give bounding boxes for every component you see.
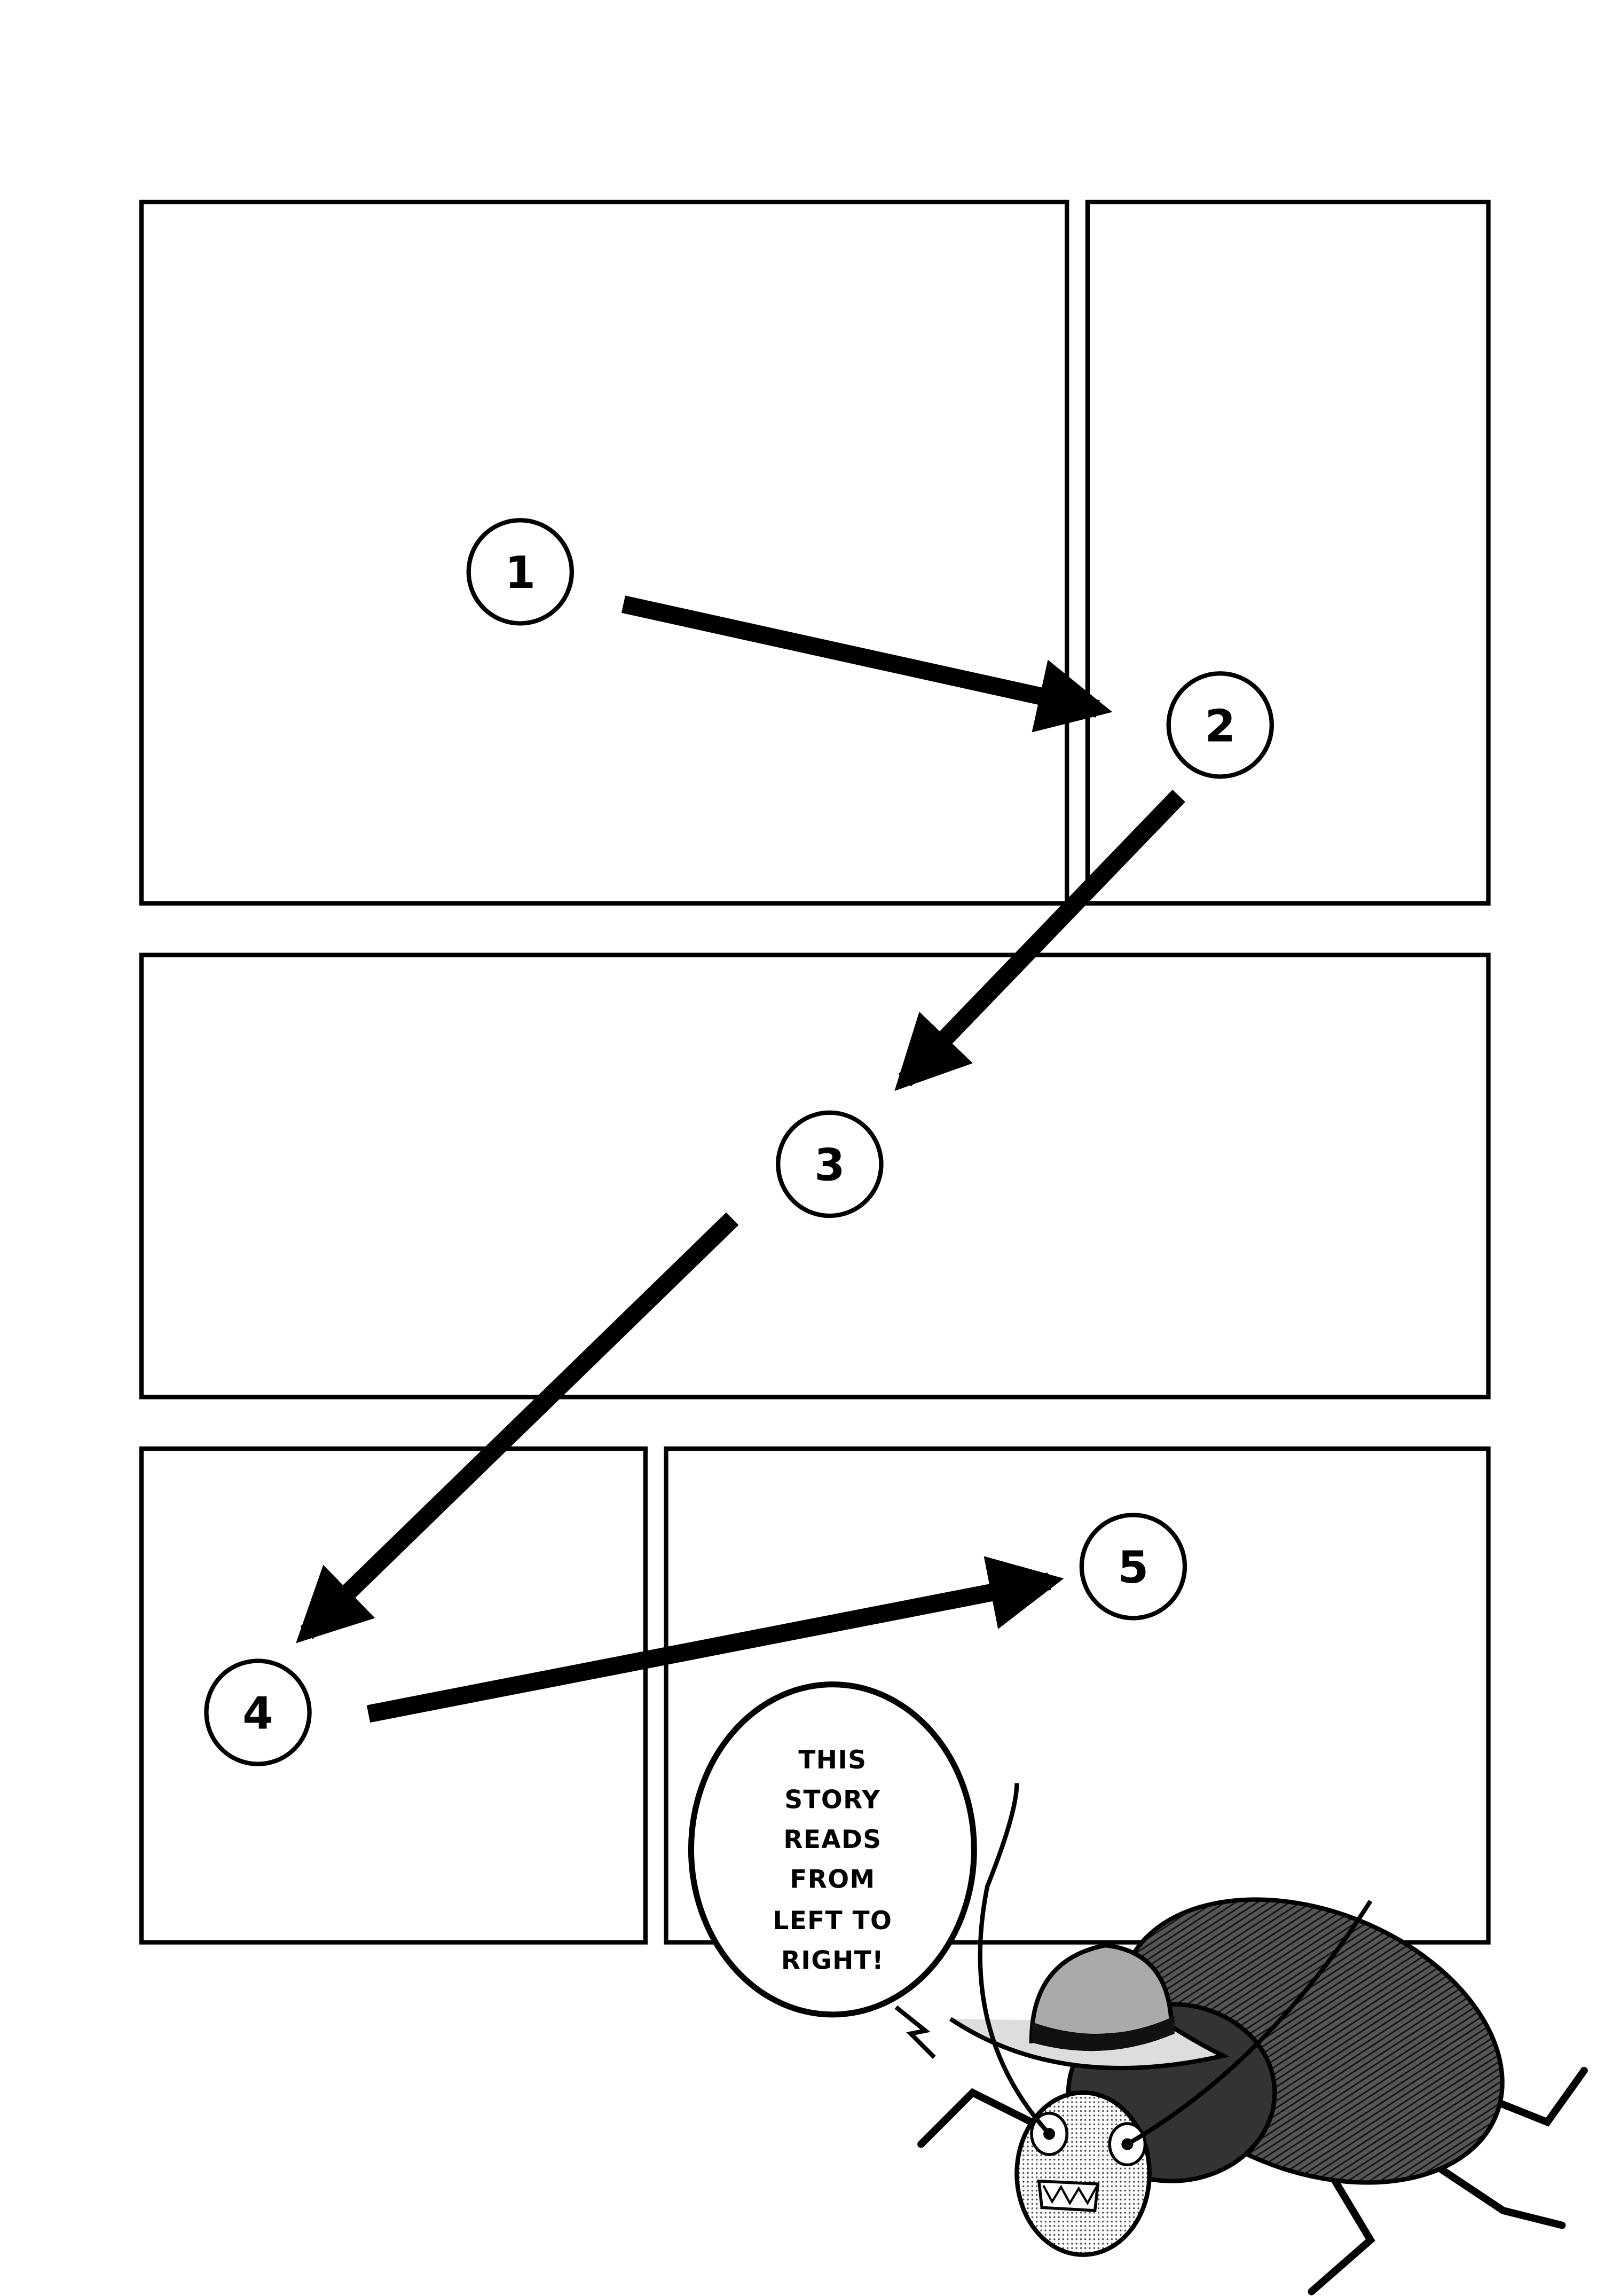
step-number: 5 bbox=[1118, 1542, 1149, 1593]
arrow-2-to-3 bbox=[894, 789, 1185, 1091]
step-3: 3 bbox=[776, 1110, 884, 1218]
arrow-4-to-5 bbox=[366, 1556, 1064, 1723]
bubble-line: RIGHT! bbox=[781, 1946, 884, 1975]
bubble-line: FROM bbox=[790, 1865, 875, 1894]
speech-bubble: THIS STORY READS FROM LEFT TO RIGHT! bbox=[688, 1681, 977, 2059]
bubble-line: THIS bbox=[798, 1745, 867, 1775]
arrow-1-to-2 bbox=[621, 595, 1113, 733]
panel-4 bbox=[139, 1446, 648, 1945]
beetle-with-hat-icon bbox=[917, 1783, 1588, 2295]
step-4: 4 bbox=[204, 1658, 312, 1766]
panel-3 bbox=[139, 953, 1491, 1399]
bubble-line: STORY bbox=[784, 1785, 880, 1814]
step-number: 4 bbox=[242, 1687, 273, 1739]
bubble-line: LEFT TO bbox=[773, 1906, 892, 1936]
panel-5 bbox=[664, 1446, 1491, 1945]
arrow-3-to-4 bbox=[296, 1212, 739, 1644]
bubble-line: READS bbox=[783, 1825, 882, 1854]
step-number: 1 bbox=[505, 547, 536, 599]
step-1: 1 bbox=[466, 518, 575, 626]
step-5: 5 bbox=[1079, 1513, 1187, 1621]
panel-2 bbox=[1085, 199, 1491, 906]
step-number: 3 bbox=[814, 1139, 845, 1191]
panel-1 bbox=[139, 199, 1069, 906]
step-number: 2 bbox=[1205, 700, 1236, 752]
step-2: 2 bbox=[1166, 671, 1274, 779]
